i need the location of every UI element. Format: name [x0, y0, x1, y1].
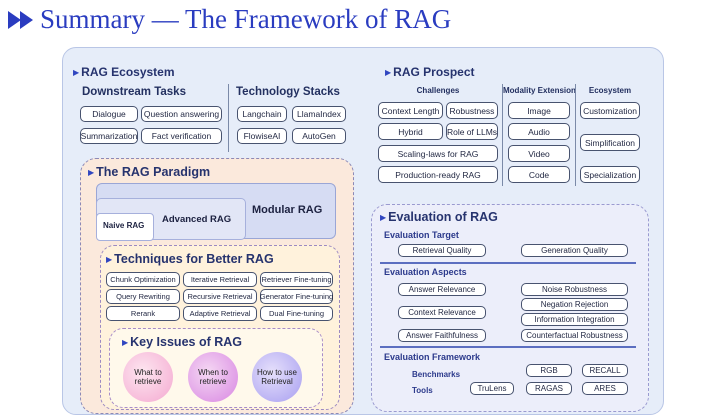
modality-pill: Audio [508, 123, 570, 140]
key-issues-heading: ▶Key Issues of RAG [122, 335, 242, 349]
stack-pill: FlowiseAI [237, 128, 287, 144]
modality-pill: Video [508, 145, 570, 162]
ecosystem-pill: Simplification [580, 134, 640, 151]
techniques-heading-text: Techniques for Better RAG [114, 252, 274, 266]
technique-pill: Iterative Retrieval [183, 272, 257, 287]
target-pill: Retrieval Quality [398, 244, 486, 257]
stack-pill: LlamaIndex [292, 106, 346, 122]
column-divider [228, 84, 229, 152]
section-arrow-icon: ▶ [122, 338, 129, 347]
aspect-pill: Context Relevance [398, 306, 486, 319]
evaluation-heading-text: Evaluation of RAG [388, 210, 498, 224]
technique-pill: Chunk Optimization [106, 272, 180, 287]
downstream-tasks-heading: Downstream Tasks [82, 86, 186, 98]
issue-circle: When to retrieve [188, 352, 238, 402]
technique-pill: Generator Fine-tuning [260, 289, 333, 304]
benchmark-pill: ARES [582, 382, 628, 395]
modality-pill: Image [508, 102, 570, 119]
advanced-rag-label: Advanced RAG [162, 214, 232, 225]
stack-pill: AutoGen [292, 128, 346, 144]
task-pill: Question answering [141, 106, 222, 122]
ecosystem-pill: Customization [580, 102, 640, 119]
evaluation-framework-heading: Evaluation Framework [384, 352, 481, 362]
technique-pill: Dual Fine-tuning [260, 306, 333, 321]
challenge-pill: Production-ready RAG [378, 166, 498, 183]
technique-pill: Rerank [106, 306, 180, 321]
prospect-ecosystem-heading: Ecosystem [588, 86, 632, 95]
page-title: Summary — The Framework of RAG [40, 4, 452, 34]
technique-pill: Query Rewriting [106, 289, 180, 304]
benchmark-pill: RGB [526, 364, 572, 377]
challenge-pill: Hybrid [378, 123, 443, 140]
aspect-pill: Information Integration [521, 313, 628, 326]
challenge-pill: Robustness [446, 102, 498, 119]
evaluation-divider [380, 262, 636, 264]
modular-rag-label: Modular RAG [252, 204, 323, 216]
challenge-pill: Context Length [378, 102, 443, 119]
key-issues-heading-text: Key Issues of RAG [130, 335, 242, 349]
technique-pill: Retriever Fine-tuning [260, 272, 333, 287]
stack-pill: Langchain [237, 106, 287, 122]
technology-stacks-heading: Technology Stacks [236, 86, 340, 98]
task-pill: Dialogue [80, 106, 138, 122]
prospect-heading: ▶RAG Prospect [385, 65, 475, 79]
task-pill: Fact verification [141, 128, 222, 144]
ecosystem-pill: Specialization [580, 166, 640, 183]
techniques-heading: ▶Techniques for Better RAG [106, 252, 274, 266]
section-arrow-icon: ▶ [73, 68, 80, 77]
modality-heading: Modality Extension [503, 86, 576, 95]
section-arrow-icon: ▶ [88, 168, 95, 177]
issue-circle: How to use Retrieval [252, 352, 302, 402]
naive-rag-label: Naive RAG [103, 221, 145, 230]
task-pill: Summarization [80, 128, 138, 144]
tool-pill: TruLens [470, 382, 514, 395]
section-arrow-icon: ▶ [106, 255, 113, 264]
technique-pill: Adaptive Retrieval [183, 306, 257, 321]
paradigm-heading-text: The RAG Paradigm [96, 165, 211, 179]
paradigm-heading: ▶The RAG Paradigm [88, 165, 210, 179]
benchmark-pill: RECALL [582, 364, 628, 377]
aspect-pill: Answer Faithfulness [398, 329, 486, 342]
aspect-pill: Noise Robustness [521, 283, 628, 296]
double-arrow-icon [8, 11, 33, 29]
evaluation-heading: ▶Evaluation of RAG [380, 210, 498, 224]
target-pill: Generation Quality [521, 244, 628, 257]
evaluation-divider [380, 346, 636, 348]
challenge-pill: Role of LLMs [446, 123, 498, 140]
aspect-pill: Answer Relevance [398, 283, 486, 296]
prospect-heading-text: RAG Prospect [393, 65, 475, 79]
modality-pill: Code [508, 166, 570, 183]
aspect-pill: Counterfactual Robustness [521, 329, 628, 342]
benchmarks-label: Benchmarks [412, 370, 461, 379]
issue-circle: What to retrieve [123, 352, 173, 402]
tools-label: Tools [412, 386, 433, 395]
technique-pill: Recursive Retrieval [183, 289, 257, 304]
challenge-pill: Scaling-laws for RAG [378, 145, 498, 162]
ecosystem-heading: ▶RAG Ecosystem [73, 65, 175, 79]
ecosystem-heading-text: RAG Ecosystem [81, 65, 175, 79]
aspect-pill: Negation Rejection [521, 298, 628, 311]
section-arrow-icon: ▶ [385, 68, 392, 77]
column-divider [575, 84, 576, 186]
challenges-heading: Challenges [416, 86, 460, 95]
section-arrow-icon: ▶ [380, 213, 387, 222]
evaluation-aspects-heading: Evaluation Aspects [384, 267, 467, 277]
benchmark-pill: RAGAS [526, 382, 572, 395]
column-divider [502, 84, 503, 186]
naive-rag-box [96, 213, 154, 241]
evaluation-target-heading: Evaluation Target [384, 230, 459, 240]
